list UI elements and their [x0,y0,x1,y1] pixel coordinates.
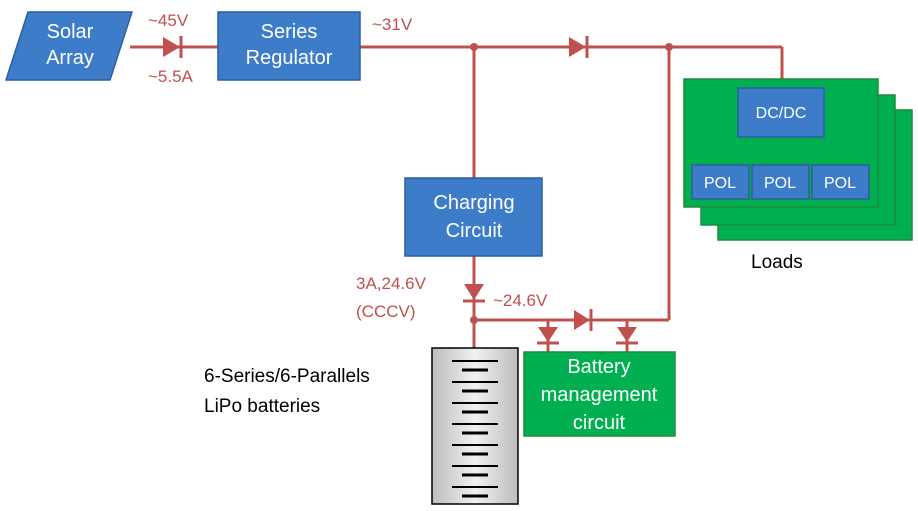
charging-circuit-label-line1: Charging [433,192,514,214]
loads-label: Loads [751,252,803,273]
battery-pack-label-line1: 6-Series/6-Parallels [204,366,370,387]
battery-voltage-label: ~24.6V [493,291,548,310]
diode-charger [463,284,485,303]
charging-circuit-label-line2: Circuit [446,220,503,242]
series-regulator-label-line2: Regulator [246,47,333,69]
solar-voltage-label: ~45V [148,11,189,30]
pol-label-1: POL [704,175,736,192]
diode-bmc-left [537,327,559,345]
solar-array-label-line1: Solar [47,21,94,43]
battery-management-label-line3: circuit [573,412,626,434]
solar-array-label-line2: Array [46,47,94,69]
battery-pack-casing [431,347,519,505]
battery-management-label-line1: Battery [567,356,630,378]
solar-array-shape [4,11,134,81]
pol-box-1 [691,164,750,200]
pol-label-3: POL [824,175,856,192]
series-regulator-box [217,11,361,81]
junction-dot [470,43,478,51]
junction-dot [665,43,673,51]
solar-array-node: Solar Array [4,11,134,81]
loads-node: DC/DC POL POL POL Loads [683,78,913,273]
diode-battery-bus [574,309,593,331]
battery-pack-label-line2: LiPo batteries [204,396,320,417]
junction-dot [470,316,478,324]
pol-box-3 [811,164,870,200]
battery-management-node: Battery management circuit [523,351,676,437]
battery-management-box [523,351,676,437]
diodes [163,36,638,345]
battery-management-label-line2: management [541,384,658,406]
diode-bmc-right [616,327,638,345]
charge-spec-label-line2: (CCCV) [356,302,416,321]
dc-dc-box [737,87,825,138]
pol-box-2 [751,164,810,200]
battery-pack-node: 6-Series/6-Parallels LiPo batteries [204,347,519,505]
battery-cells-icon [452,360,498,498]
charge-spec-label-line1: 3A,24.6V [356,274,427,293]
charging-circuit-box [404,177,543,257]
diode-solar [163,36,183,58]
bus-voltage-label: ~31V [372,15,413,34]
pol-label-2: POL [764,175,796,192]
diode-bus [569,36,589,58]
annotations: ~45V ~5.5A ~31V 3A,24.6V (CCCV) ~24.6V [148,11,548,321]
series-regulator-label-line1: Series [261,21,318,43]
solar-current-label: ~5.5A [148,67,194,86]
series-regulator-node: Series Regulator [217,11,361,81]
dc-dc-label: DC/DC [756,105,807,122]
charging-circuit-node: Charging Circuit [404,177,543,257]
